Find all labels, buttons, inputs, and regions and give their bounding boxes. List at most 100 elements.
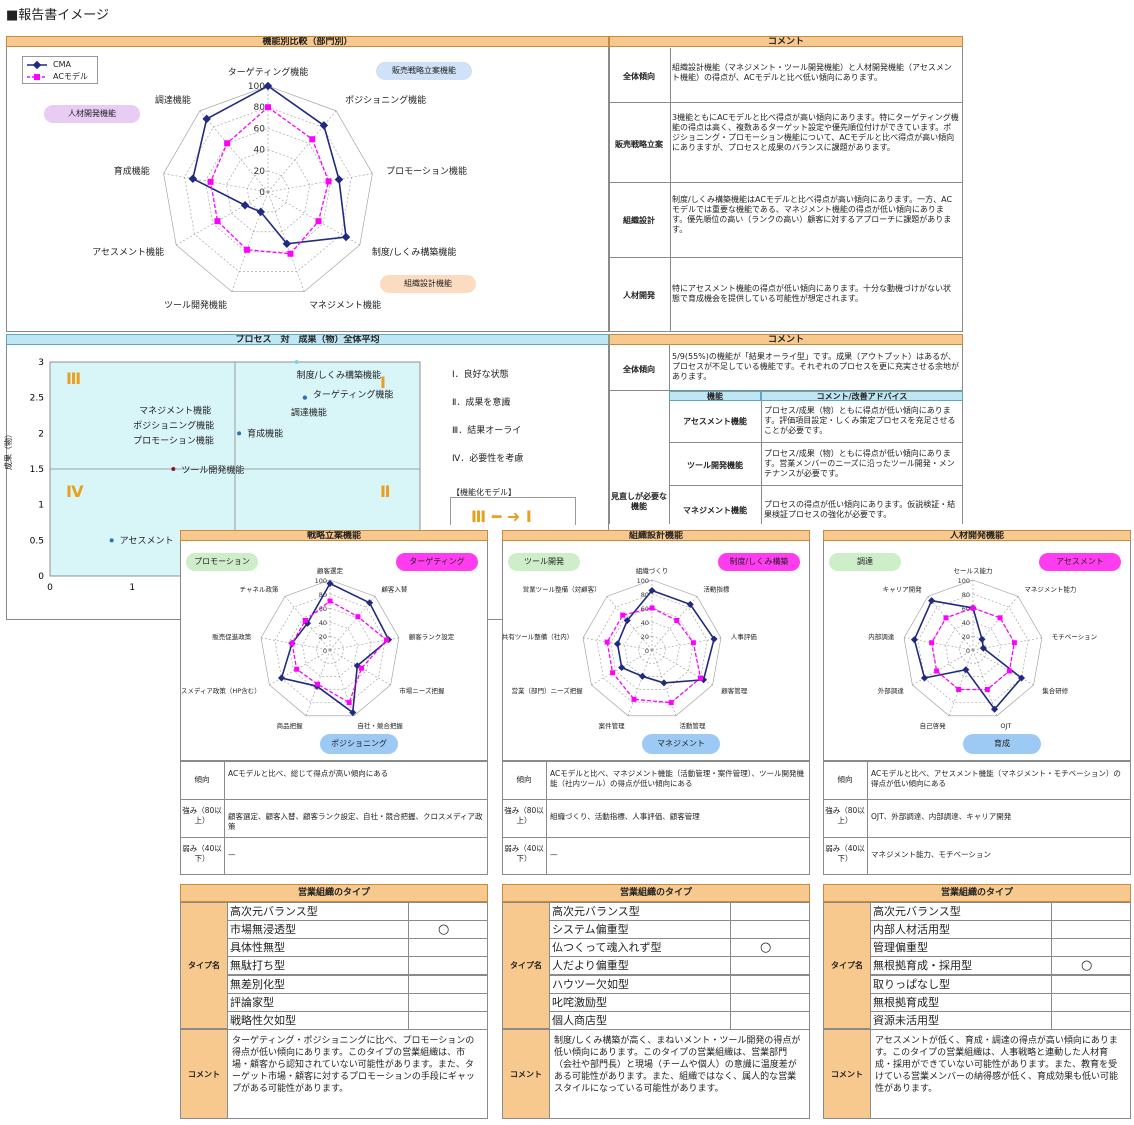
- radar-axis-label: 人事評価: [731, 632, 758, 641]
- radar-point-cma: [618, 663, 626, 672]
- scatter-point-label: 調達機能: [291, 407, 327, 419]
- radar-axis-label: 活動管理: [679, 721, 706, 730]
- radar-grid-ring: [163, 85, 373, 292]
- type-name: ハウツー欠如型: [552, 977, 629, 991]
- comment-text: 特にアセスメント機能の得点が低い傾向にあります。十分な動機づけがない状態で育成機…: [672, 284, 952, 303]
- info-table: [180, 761, 488, 875]
- info-key: 弱み（40以下）: [504, 844, 544, 863]
- radar-tick-label: 100: [637, 577, 649, 585]
- radar-point-acmodel: [604, 639, 610, 645]
- scatter-point-label: マネジメント機能: [139, 404, 211, 416]
- radar-axis-label: 販売促進政策: [212, 632, 252, 641]
- radar-tick-label: 40: [319, 619, 327, 627]
- mid-comment-divider: [669, 345, 670, 524]
- info-key: 傾向: [194, 775, 210, 784]
- radar-point-acmodel: [956, 686, 962, 692]
- radar-point-acmodel: [289, 640, 295, 646]
- radar-tick-label: 80: [254, 103, 266, 113]
- radar-tick-label: 100: [958, 577, 970, 585]
- radar-point-acmodel: [243, 246, 250, 253]
- model-label: 【機能化モデル】: [452, 488, 516, 497]
- info-row: 弱み（40以下） マネジメント能力、モチベーション: [823, 837, 1131, 875]
- pill-sales-strategy: 販売戦略立案機能: [376, 62, 472, 80]
- pill-left: ツール開発: [508, 553, 580, 571]
- radar-point-acmodel: [346, 700, 352, 706]
- sub-header-advice: コメント/改善アドバイス: [761, 391, 963, 401]
- radar-tick-label: 20: [254, 167, 266, 177]
- radar-axis-label: 活動指標: [703, 585, 730, 594]
- type-row: 管理偏重型: [871, 938, 1131, 958]
- radar-point-cma: [349, 708, 357, 717]
- type-name: 管理偏重型: [873, 941, 928, 955]
- radar-tick-label: 100: [248, 82, 265, 92]
- comment-text: 組織設計機能（マネジメント・ツール開発機能）と人材開発機能（アセスメント機能）の…: [672, 63, 952, 82]
- radar-point-acmodel: [1011, 640, 1017, 646]
- pill-bottom: ポジショニング: [320, 734, 398, 754]
- pill-right: ターゲティング: [396, 553, 478, 571]
- radar-point-acmodel: [315, 218, 322, 225]
- radar-tick-label: 60: [254, 124, 266, 134]
- y-tick-label: 2.5: [30, 394, 44, 404]
- type-col-divider: [730, 921, 731, 940]
- type-name: 無差別化型: [230, 977, 285, 991]
- scatter-point-label: 育成機能: [247, 427, 283, 439]
- type-col-divider: [408, 957, 409, 976]
- comment-row: 人材開発 特にアセスメント機能の得点が低い傾向にあります。十分な動機づけがない状…: [609, 257, 963, 332]
- radar-tick-label: 40: [962, 619, 970, 627]
- type-col-divider: [408, 921, 409, 940]
- info-text: ACモデルと比べ、マネジメント機能（活動管理・案件管理）、ツール開発機能（社内ツ…: [550, 769, 804, 788]
- info-row: 強み（80以上） OJT、外部調達、内部調達、キャリア開発: [823, 799, 1131, 837]
- type-col-divider: [1051, 1011, 1052, 1030]
- radar-point-cma: [334, 175, 344, 184]
- pill-bottom: 育成: [963, 734, 1041, 754]
- comment-key: コメント: [510, 1070, 542, 1079]
- radar-axis-label: ポジショニング機能: [345, 94, 426, 106]
- radar-point-cma: [660, 679, 668, 687]
- radar-point-acmodel: [302, 618, 308, 624]
- radar-point-acmodel: [620, 612, 626, 618]
- comment-key-cell: コメント: [180, 1029, 228, 1119]
- radar-tick-label: 20: [319, 633, 327, 641]
- radar-series-line: [191, 85, 347, 245]
- type-comment: ターゲティング・ポジショニングに比べ、プロモーションの得点が低い傾向にあります。…: [232, 1036, 475, 1094]
- radar-axis-label: 商品把握: [277, 721, 304, 730]
- type-selected-mark: ○: [438, 922, 450, 938]
- type-col-divider: [1051, 975, 1052, 994]
- radar-axis-label: 組織づくり: [636, 566, 669, 575]
- type-row: 高次元バランス型: [228, 902, 488, 921]
- radar-point-acmodel: [929, 640, 935, 646]
- page-title: ■報告書イメージ: [6, 8, 110, 23]
- radar-axis-label: キャリア開発: [883, 585, 923, 594]
- type-col-divider: [408, 903, 409, 921]
- radar-grid-ring: [260, 579, 400, 717]
- mid-comment-header: コメント: [609, 334, 963, 345]
- radar-axis-label: ターゲティング機能: [228, 66, 308, 78]
- radar-point-acmodel: [697, 675, 703, 681]
- type-col-divider: [1051, 903, 1052, 921]
- sub-radar-header: 戦略立案機能: [180, 530, 488, 541]
- sub-radar-header: 組織設計機能: [502, 530, 810, 541]
- y-tick-label: 3: [38, 358, 44, 368]
- radar-tick-label: 80: [962, 591, 970, 599]
- radar-axis-label: 内部調達: [868, 632, 895, 641]
- radar-spoke: [163, 173, 269, 193]
- radar-axis-label: マネジメント機能: [309, 299, 381, 311]
- radar-spoke: [329, 649, 355, 716]
- comment-row: 組織設計 制度/しくみ構築機能はACモデルと比べ得点が高い傾向にあります。一方、…: [609, 182, 963, 257]
- type-row: システム偏重型: [550, 920, 810, 940]
- info-key: 強み（80以上）: [182, 806, 222, 825]
- radar-point-acmodel: [327, 598, 333, 604]
- radar-point-cma: [920, 674, 929, 682]
- radar-tick-label: 40: [641, 619, 649, 627]
- y-tick-label: 2: [38, 429, 44, 439]
- radar-point-acmodel: [325, 178, 332, 185]
- radar-tick-label: 100: [315, 577, 327, 585]
- top-comment-panel: [609, 36, 963, 332]
- info-text: OJT、外部調達、内部調達、キャリア開発: [871, 812, 1012, 821]
- type-name: 無根拠育成・採用型: [873, 959, 972, 973]
- scatter-point-label: ターゲティング機能: [313, 389, 393, 401]
- comment-key: 組織設計: [623, 216, 655, 225]
- radar-spoke: [972, 649, 1034, 686]
- radar-point-acmodel: [610, 670, 616, 676]
- type-row: 内部人材活用型: [871, 920, 1131, 940]
